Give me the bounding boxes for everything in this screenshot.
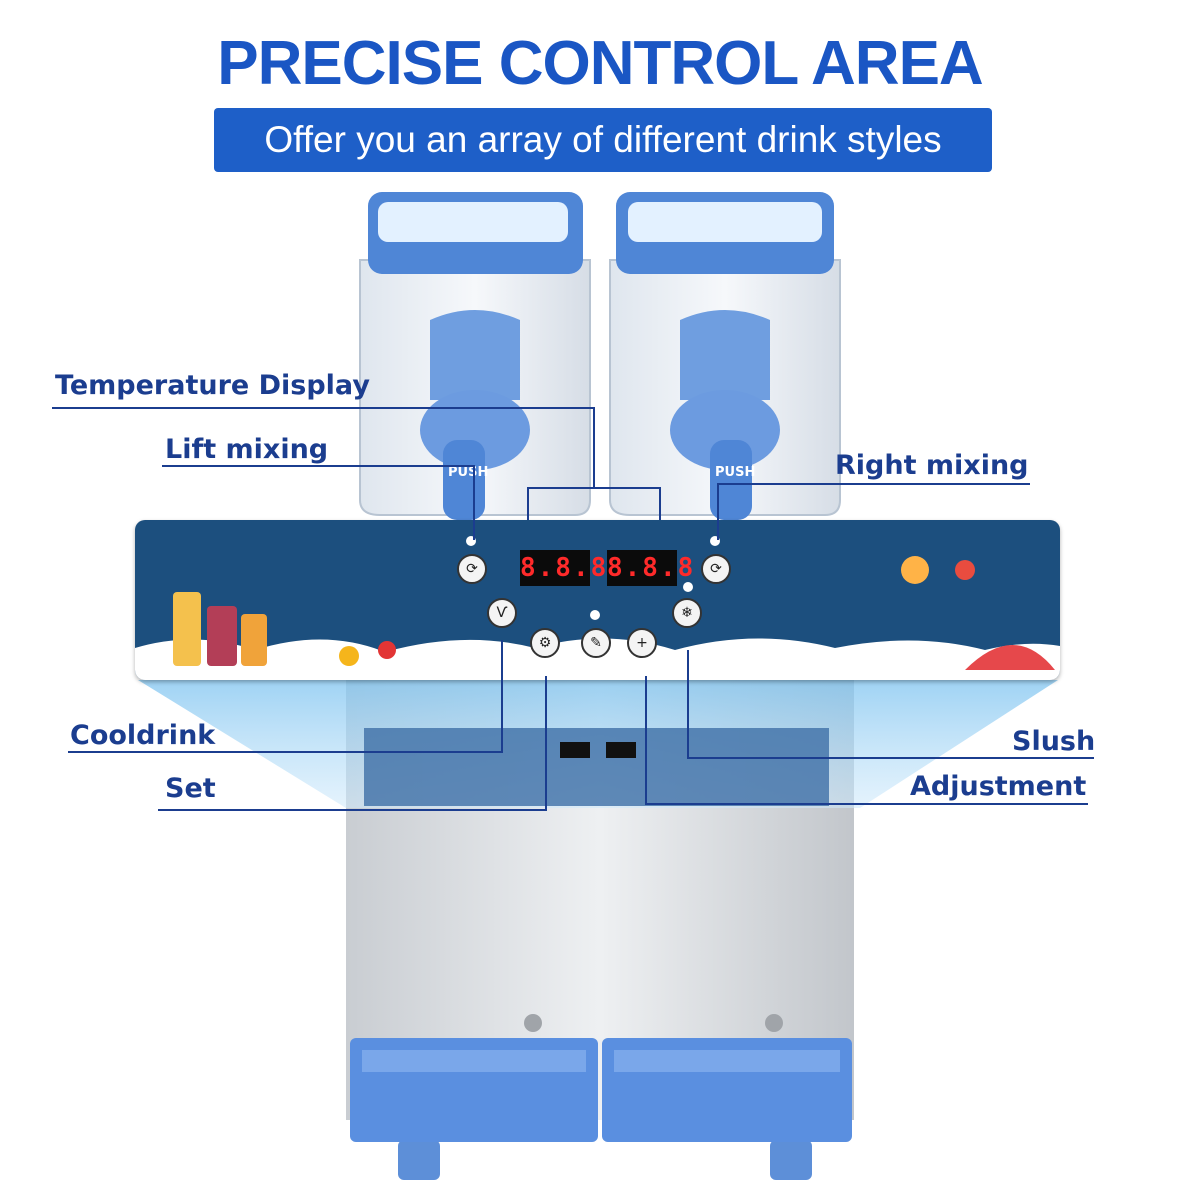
left-mixing-button[interactable]: ⟳ <box>457 554 487 584</box>
set-gear-icon: ⚙ <box>538 635 552 651</box>
right-foot <box>770 1140 812 1180</box>
left-mixing-led <box>466 536 476 546</box>
set-button[interactable]: ⚙ <box>530 628 560 658</box>
callout-lift-mixing: Lift mixing <box>165 434 329 465</box>
left-foot <box>398 1140 440 1180</box>
mixing-icon: ⟳ <box>466 561 478 577</box>
balloon-icon <box>901 556 929 584</box>
callout-slush: Slush <box>1012 726 1096 757</box>
callout-cooldrink: Cooldrink <box>70 720 216 751</box>
page-title: PRECISE CONTROL AREA <box>217 29 983 98</box>
slush-button[interactable]: ❄ <box>672 598 702 628</box>
callout-temperature-display: Temperature Display <box>55 370 370 401</box>
orange-icon <box>339 646 359 666</box>
adjust-icon: ✎ <box>590 635 602 651</box>
left-temperature-display: 8.8.8 <box>520 550 606 586</box>
plus-icon: + <box>636 635 648 651</box>
strawberry-icon <box>378 641 396 659</box>
subtitle-banner: Offer you an array of different drink st… <box>214 108 992 172</box>
right-mixing-led <box>710 536 720 546</box>
set-led <box>590 610 600 620</box>
control-panel: 8.8.8 8.8.8 ⟳ ⟳ Ѵ ⚙ ✎ + ❄ <box>135 520 1060 680</box>
callout-adjustment: Adjustment <box>910 771 1087 802</box>
slush-led <box>683 582 693 592</box>
cooldrink-icon: Ѵ <box>496 605 508 621</box>
mixing-icon: ⟳ <box>710 561 722 577</box>
right-temperature-display: 8.8.8 <box>607 550 693 586</box>
right-mixing-button[interactable]: ⟳ <box>701 554 731 584</box>
cooldrink-button[interactable]: Ѵ <box>487 598 517 628</box>
callout-set: Set <box>165 773 216 804</box>
plus-button[interactable]: + <box>627 628 657 658</box>
callout-right-mixing: Right mixing <box>835 450 1029 481</box>
left-tap <box>443 440 485 520</box>
adjustment-button[interactable]: ✎ <box>581 628 611 658</box>
snowflake-icon: ❄ <box>681 605 693 621</box>
push-label-left: PUSH <box>448 465 489 480</box>
push-label-right: PUSH <box>715 465 756 480</box>
drink-cup-icon <box>173 592 201 666</box>
right-tap <box>710 440 752 520</box>
